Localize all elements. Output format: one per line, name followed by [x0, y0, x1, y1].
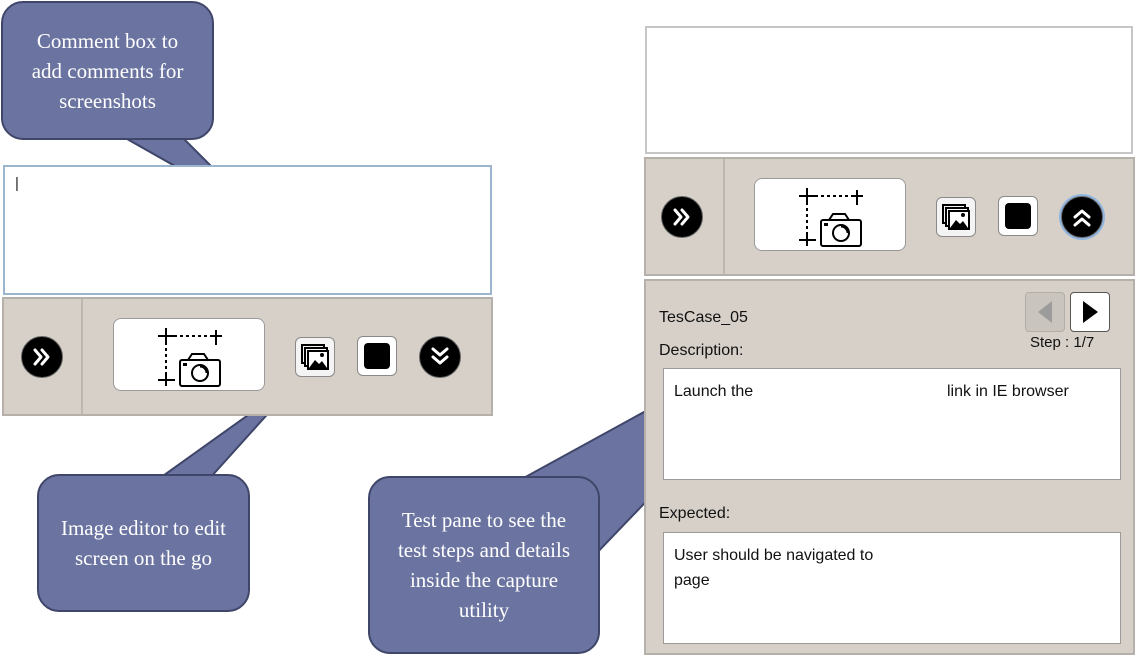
description-label: Description: [659, 342, 744, 359]
test-case-name: TesCase_05 [659, 309, 748, 326]
capture-toolbar [2, 297, 493, 416]
image-editor-button[interactable] [936, 197, 976, 237]
stop-button[interactable] [998, 196, 1038, 236]
step-counter: Step : 1/7 [1030, 334, 1095, 351]
image-gallery-icon [301, 344, 329, 370]
test-pane: TesCase_05 Step : 1/7 Description: Launc… [644, 279, 1135, 655]
description-box: Launch the link in IE browser [663, 368, 1121, 480]
expected-box: User should be navigated to page [663, 532, 1121, 644]
next-step-button[interactable] [1070, 292, 1110, 332]
hide-test-pane-button[interactable] [1061, 196, 1103, 238]
toolbar-divider [81, 299, 83, 414]
toolbar-divider [723, 159, 725, 274]
capture-button[interactable] [113, 318, 265, 391]
comment-box-callout: Comment box to add comments for screensh… [1, 1, 214, 140]
stop-button[interactable] [357, 336, 397, 376]
expand-button[interactable] [21, 336, 63, 378]
capture-toolbar-expanded [644, 157, 1135, 276]
expand-button[interactable] [661, 196, 703, 238]
screen-capture-icon [158, 327, 222, 387]
comment-box[interactable] [3, 165, 492, 295]
image-editor-callout: Image editor to edit screen on the go [37, 474, 250, 612]
double-chevron-right-icon [673, 208, 690, 226]
double-chevron-up-icon [1073, 209, 1091, 227]
image-gallery-icon [942, 204, 970, 230]
triangle-right-icon [1083, 301, 1098, 323]
triangle-left-icon [1038, 301, 1052, 323]
expected-label: Expected: [659, 505, 731, 522]
stop-icon [1005, 203, 1031, 229]
screen-capture-icon [799, 187, 863, 247]
previous-step-button[interactable] [1025, 292, 1065, 332]
image-editor-button[interactable] [295, 337, 335, 377]
double-chevron-right-icon [33, 348, 50, 366]
image-editor-callout-text: Image editor to edit screen on the go [60, 516, 227, 570]
capture-button[interactable] [754, 178, 906, 251]
description-text: Launch the [674, 383, 754, 400]
double-chevron-down-icon [431, 347, 449, 365]
test-pane-callout: Test pane to see the test steps and deta… [368, 476, 600, 654]
comment-box-callout-text: Comment box to add comments for screensh… [31, 28, 184, 113]
comment-box-expanded[interactable] [645, 26, 1133, 154]
stop-icon [364, 343, 390, 369]
show-test-pane-button[interactable] [419, 336, 461, 378]
description-text-continued: link in IE browser [947, 383, 1069, 400]
test-pane-callout-text: Test pane to see the test steps and deta… [397, 508, 571, 622]
